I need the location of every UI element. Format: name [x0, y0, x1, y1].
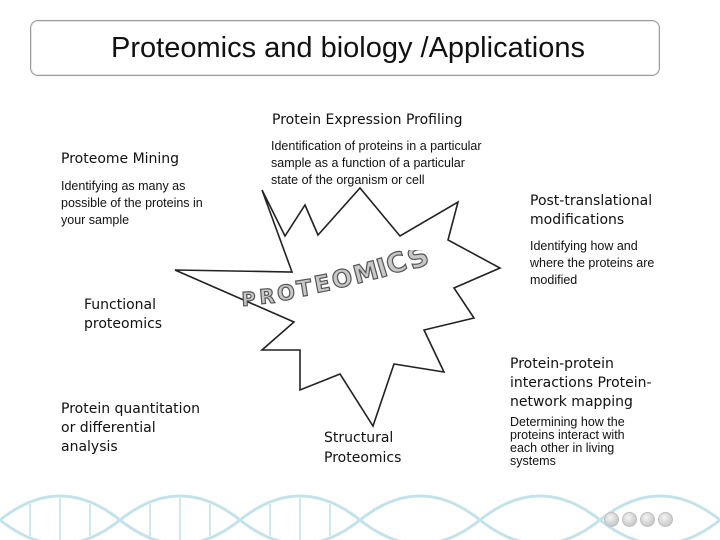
expression-heading: Protein Expression Profiling: [272, 112, 463, 128]
title-frame: [30, 20, 660, 76]
ptm-line-1: Identifying how and: [530, 239, 638, 253]
expression-line-3: state of the organism or cell: [271, 173, 425, 187]
ptm-line-2: where the proteins are: [530, 256, 655, 270]
interactions-heading-line-2: interactions Protein-: [510, 375, 652, 391]
quantitation-heading-line-2: or differential: [61, 420, 156, 436]
functional-heading-line-1: Functional: [84, 297, 157, 313]
interactions-line-4: systems: [510, 454, 556, 468]
ptm-line-3: modified: [530, 273, 578, 287]
slide-title: Proteomics and biology /Applications: [111, 32, 585, 64]
interactions-line-2: proteins interact with: [510, 428, 625, 442]
ptm-heading-line-1: Post-translational: [530, 193, 653, 209]
dna-helix-decoration: [0, 494, 720, 540]
svg-text:R: R: [258, 284, 275, 309]
svg-text:O: O: [276, 280, 297, 306]
structural-heading-line-1: Structural: [324, 430, 394, 446]
quantitation-heading-line-3: analysis: [61, 439, 118, 455]
ptm-heading-line-2: modifications: [530, 212, 625, 228]
mining-line-3: your sample: [61, 213, 130, 227]
expression-line-2: sample as a function of a particular: [271, 156, 465, 170]
footer-dot: [622, 512, 637, 527]
svg-text:E: E: [312, 270, 332, 299]
proteomics-wordart: P R O T E O M I C S: [241, 250, 434, 310]
svg-text:P: P: [241, 288, 256, 310]
structural-heading-line-2: Proteomics: [324, 450, 402, 466]
mining-line-2: possible of the proteins in: [61, 196, 203, 210]
functional-heading-line-2: proteomics: [84, 316, 163, 332]
footer-dots: [604, 512, 676, 531]
mining-line-1: Identifying as many as: [61, 179, 186, 193]
quantitation-heading-line-1: Protein quantitation: [61, 401, 201, 417]
footer-dot: [640, 512, 655, 527]
interactions-line-3: each other in living: [510, 441, 615, 455]
interactions-heading-line-3: network mapping: [510, 394, 633, 410]
svg-text:T: T: [295, 276, 314, 303]
footer-dot: [604, 512, 619, 527]
footer-dot: [658, 512, 673, 527]
interactions-line-1: Determining how the: [510, 415, 625, 429]
mining-heading: Proteome Mining: [61, 151, 180, 167]
interactions-heading-line-1: Protein-protein: [510, 356, 614, 372]
expression-line-1: Identification of proteins in a particul…: [271, 139, 482, 153]
